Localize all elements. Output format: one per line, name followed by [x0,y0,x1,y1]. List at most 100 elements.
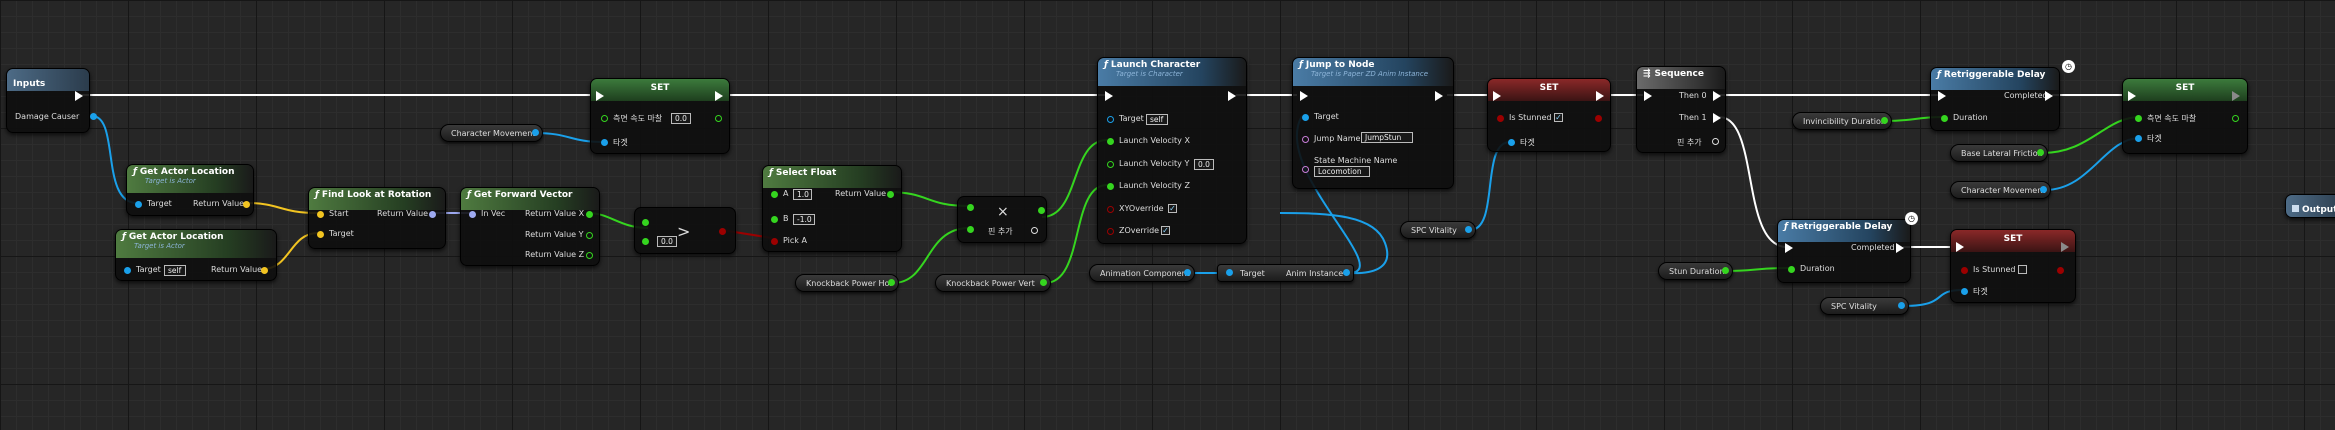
a-input-pin[interactable] [967,204,974,211]
jump-name-value[interactable]: JumpStun [1361,132,1413,143]
get-anim-instance-node[interactable]: Target Anim Instance [1217,264,1354,282]
exec-out-pin[interactable] [75,91,83,101]
then-0-pin[interactable] [1713,91,1721,101]
spc-vitality-var-1[interactable]: SPC Vitality [1400,221,1476,239]
sequence-node[interactable]: ⇶Sequence Then 0 Then 1 핀 추가 [1636,66,1726,153]
launch-velocity-x-pin[interactable] [1107,138,1114,145]
completed-pin[interactable] [1896,243,1904,253]
return-value-pin[interactable] [887,191,894,198]
is-stunned-pin[interactable] [1961,267,1968,274]
inputs-node[interactable]: Inputs Damage Causer [6,68,97,133]
is-stunned-out-pin[interactable] [1595,115,1602,122]
value-pin[interactable] [2135,115,2142,122]
target-pin[interactable] [1508,139,1515,146]
exec-out-pin[interactable] [1435,91,1443,101]
then-1-pin[interactable] [1713,113,1721,123]
duration-pin[interactable] [1788,266,1795,273]
add-pin-icon[interactable] [1712,138,1719,145]
value-pin[interactable] [2037,149,2044,156]
exec-out-pin[interactable] [2061,242,2069,252]
value-pin[interactable] [888,279,895,286]
return-value-z-pin[interactable] [586,252,593,259]
start-pin[interactable] [317,211,324,218]
is-stunned-out-pin[interactable] [2057,267,2064,274]
value-pin[interactable] [2040,186,2047,193]
target-pin[interactable] [124,267,131,274]
return-value-y-pin[interactable] [586,232,593,239]
output-node[interactable]: Output [2285,194,2335,218]
damage-causer-pin[interactable] [90,113,97,120]
friction-value[interactable]: 0.0 [671,113,691,124]
b-pin[interactable] [771,216,778,223]
add-pin-button[interactable]: 핀 추가 [988,227,1013,236]
animation-component-var[interactable]: Animation Component [1089,264,1195,282]
exec-out-pin[interactable] [1228,91,1236,101]
set-lateral-friction-node[interactable]: SET 측면 속도 마찰 0.0 타겟 [590,78,730,154]
exec-in-pin[interactable] [1300,91,1308,101]
b-value[interactable]: -1.0 [793,214,815,225]
compare-value[interactable]: 0.0 [657,236,677,247]
target-pin[interactable] [135,201,142,208]
greater-than-node[interactable]: 0.0 > [634,207,736,254]
invincibility-duration-var[interactable]: Invincibility Duration [1792,112,1892,130]
z-override-checkbox[interactable]: ✓ [1161,226,1170,235]
exec-in-pin[interactable] [1785,243,1793,253]
launch-velocity-y-value[interactable]: 0.0 [1194,159,1214,170]
is-stunned-checkbox[interactable]: ✓ [1554,113,1563,122]
value-pin[interactable] [1465,226,1472,233]
exec-in-pin[interactable] [1644,91,1652,101]
self-value[interactable]: self [1146,114,1168,125]
exec-in-pin[interactable] [596,91,604,101]
exec-out-pin[interactable] [1596,91,1604,101]
state-machine-name-pin[interactable] [1302,166,1309,173]
completed-pin[interactable] [2045,91,2053,101]
result-pin[interactable] [719,228,726,235]
exec-in-pin[interactable] [1938,91,1946,101]
spc-vitality-var-2[interactable]: SPC Vitality [1820,297,1909,315]
character-movement-var-1[interactable]: Character Movement [440,124,543,142]
target-pin[interactable] [317,231,324,238]
stun-duration-var[interactable]: Stun Duration [1658,262,1733,280]
z-override-pin[interactable] [1107,228,1114,235]
b-input-pin[interactable] [642,238,649,245]
return-value-pin[interactable] [429,211,436,218]
is-stunned-checkbox[interactable] [2018,265,2027,274]
self-value[interactable]: self [164,265,186,276]
exec-out-pin[interactable] [715,91,723,101]
target-pin[interactable] [1961,288,1968,295]
exec-in-pin[interactable] [1105,91,1113,101]
b-input-pin[interactable] [967,226,974,233]
launch-velocity-y-pin[interactable] [1107,161,1114,168]
value-pin[interactable] [1040,279,1047,286]
a-value[interactable]: 1.0 [793,189,812,200]
value-pin[interactable] [1722,267,1729,274]
return-value-pin[interactable] [261,267,268,274]
in-vec-pin[interactable] [469,211,476,218]
multiply-node[interactable]: × 핀 추가 [957,196,1047,243]
set-stun-off-node[interactable]: SET Is Stunned 타겟 [1950,229,2076,303]
pick-a-pin[interactable] [771,238,778,245]
target-pin[interactable] [1302,114,1309,121]
anim-instance-pin[interactable] [1343,269,1350,276]
return-value-pin[interactable] [243,201,250,208]
is-stunned-pin[interactable] [1497,115,1504,122]
state-machine-name-value[interactable]: Locomotion [1314,166,1370,177]
return-value-x-pin[interactable] [586,211,593,218]
exec-in-pin[interactable] [1956,242,1964,252]
a-pin[interactable] [771,191,778,198]
target-pin[interactable] [2135,135,2142,142]
exec-out-pin[interactable] [2232,91,2240,101]
knockback-power-vert-var[interactable]: Knockback Power Vert [935,274,1051,292]
xy-override-pin[interactable] [1107,206,1114,213]
set-is-stunned-node[interactable]: SET Is Stunned ✓ 타겟 [1487,78,1611,152]
exec-in-pin[interactable] [2128,91,2136,101]
character-movement-var-2[interactable]: Character Movement [1950,181,2051,199]
launch-velocity-z-pin[interactable] [1107,183,1114,190]
target-pin[interactable] [1107,116,1114,123]
